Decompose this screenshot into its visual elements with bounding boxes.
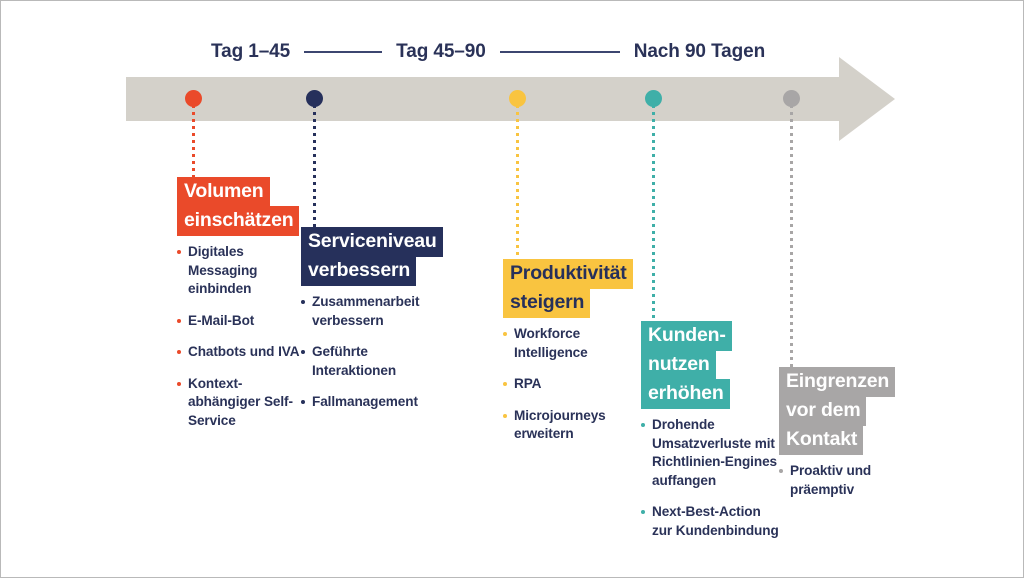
list-item: RPA [503,375,651,394]
phase-label-3: Nach 90 Tagen [633,41,766,62]
column-heading-line: Volumen [177,177,270,207]
list-item: Zusammenarbeit verbessern [301,293,453,330]
milestone-stem-produktivitaet [516,105,519,261]
phase-rule-2 [499,51,620,53]
column-heading-line: Kontakt [779,425,864,455]
column-heading-line: erhöhen [641,379,730,409]
milestone-dot-serviceniveau[interactable] [306,90,323,107]
phase-header-row: Tag 1–45 Tag 45–90 Nach 90 Tagen [126,37,896,67]
list-item: Chatbots und IVA [177,343,305,362]
list-item: Proaktiv und präemptiv [779,462,907,499]
column-bullet-list-eingrenzen: Proaktiv und präemptiv [779,462,907,499]
column-heading-line: Serviceniveau [301,227,443,257]
list-item: Workforce Intelligence [503,325,651,362]
list-item: Fallmanagement [301,393,453,412]
phase-rule-1 [304,51,383,53]
milestone-dot-eingrenzen[interactable] [783,90,800,107]
list-item: Kontext-abhängiger Self-Service [177,375,305,431]
column-bullet-list-kundennutzen: Drohende Umsatzverluste mit Richtlinien-… [641,416,779,540]
milestone-stem-serviceniveau [313,105,316,229]
list-item: Geführte Interaktionen [301,343,453,380]
column-heading-line: Kunden- [641,321,732,351]
list-item: Microjourneys erweitern [503,407,651,444]
column-heading-line: Produktivität [503,259,633,289]
timeline-arrow-head [839,57,895,141]
milestone-dot-kundennutzen[interactable] [645,90,662,107]
column-heading-line: vor dem [779,396,867,426]
column-heading-line: verbessern [301,256,417,286]
milestone-stem-volumen [192,105,195,179]
list-item: Next-Best-Action zur Kundenbindung [641,503,779,540]
column-heading-line: einschätzen [177,206,300,236]
milestone-dot-volumen[interactable] [185,90,202,107]
milestone-dot-produktivitaet[interactable] [509,90,526,107]
list-item: Digitales Messaging einbinden [177,243,305,299]
column-heading-line: nutzen [641,350,716,380]
column-heading-line: Eingrenzen [779,367,896,397]
list-item: Drohende Umsatzverluste mit Richtlinien-… [641,416,779,490]
timeline-arrow-bar [126,77,846,121]
phase-label-2: Tag 45–90 [396,41,486,62]
phase-label-1: Tag 1–45 [211,41,291,62]
list-item: E-Mail-Bot [177,312,305,331]
column-heading-line: steigern [503,288,591,318]
milestone-stem-eingrenzen [790,105,793,369]
milestone-stem-kundennutzen [652,105,655,323]
